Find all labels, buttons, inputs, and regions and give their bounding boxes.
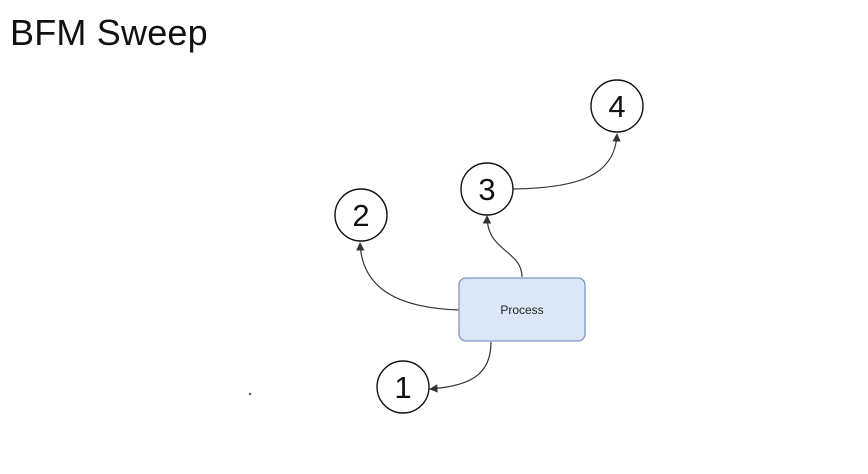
edge-process-to-node-2 — [356, 242, 460, 311]
node-3-circle — [460, 162, 514, 216]
node-2-circle — [334, 188, 388, 242]
edge-process-to-node-1 — [429, 341, 492, 393]
node-3: 3 — [460, 162, 514, 216]
node-1-label: 1 — [394, 370, 411, 405]
process-label: Process — [500, 303, 543, 317]
edge-process-to-node-3 — [482, 215, 523, 278]
node-3-label: 3 — [478, 172, 495, 207]
node-4-circle — [590, 79, 644, 133]
node-1-circle — [376, 360, 430, 414]
process-node: Process — [458, 277, 586, 342]
stray-dot — [248, 392, 252, 396]
node-4-label: 4 — [608, 89, 625, 124]
node-2: 2 — [334, 188, 388, 242]
node-2-label: 2 — [352, 198, 369, 233]
edge-node-3-to-node-4 — [512, 133, 621, 190]
node-1: 1 — [376, 360, 430, 414]
node-4: 4 — [590, 79, 644, 133]
process-box — [458, 277, 586, 342]
slide-title: BFM Sweep — [10, 12, 208, 53]
